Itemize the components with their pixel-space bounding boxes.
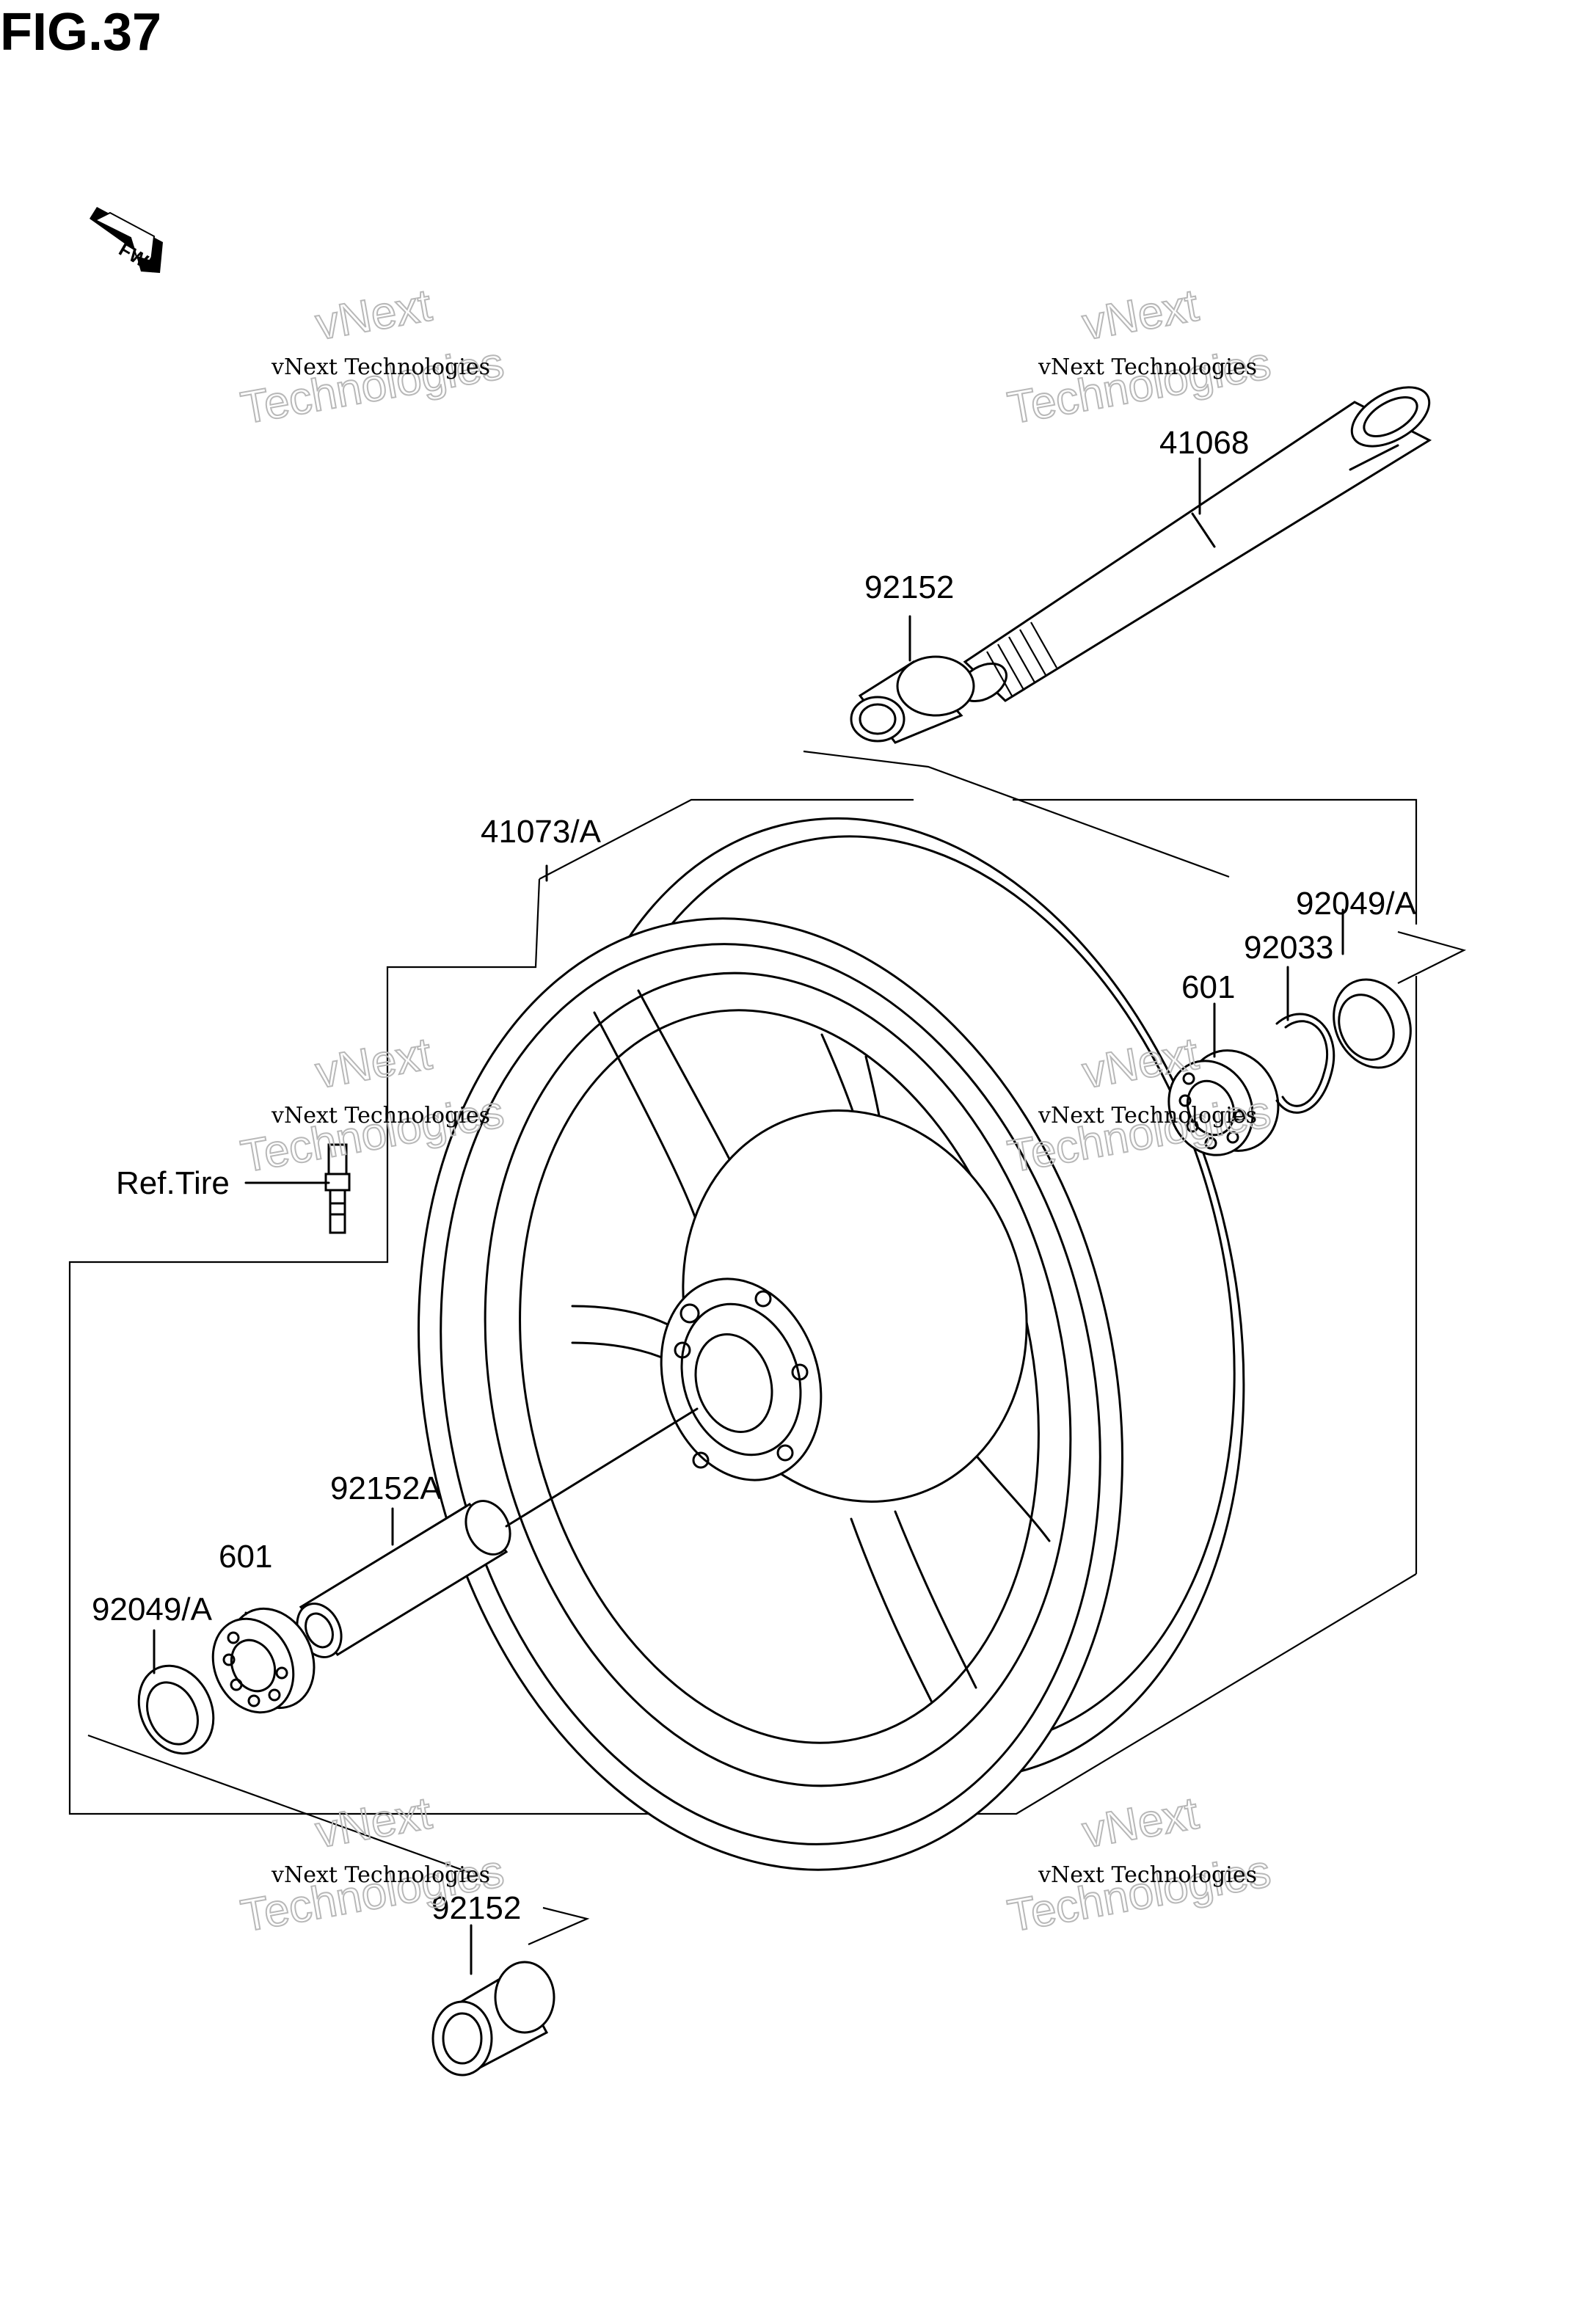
svg-text:Technologies: Technologies <box>1004 338 1274 434</box>
svg-text:vNext: vNext <box>1079 1788 1202 1858</box>
label-valve: Ref.Tire <box>116 1165 230 1201</box>
svg-text:Technologies: Technologies <box>237 338 507 434</box>
forward-arrow-icon: FWD <box>90 207 164 279</box>
svg-text:Technologies: Technologies <box>1004 1846 1274 1942</box>
bearing-left-601 <box>211 1607 316 1714</box>
svg-text:vNext Technologies: vNext Technologies <box>271 1862 490 1888</box>
watermark-top-left: vNext Technologies vNext Technologies <box>236 280 508 435</box>
label-wheel: 41073/A <box>481 814 602 850</box>
seal-left-92049A <box>137 1664 215 1755</box>
label-seal-right: 92049/A <box>1296 886 1417 922</box>
svg-text:vNext Technologies: vNext Technologies <box>1038 1862 1257 1888</box>
svg-text:Technologies: Technologies <box>237 1846 507 1942</box>
label-seal-left: 92049/A <box>92 1592 213 1627</box>
bearing-right-601 <box>1167 1049 1280 1156</box>
svg-text:vNext: vNext <box>312 1029 435 1098</box>
watermark-top-right: vNext Technologies vNext Technologies <box>1003 280 1275 435</box>
label-spacer: 92152A <box>330 1470 442 1506</box>
circlip-92033 <box>1275 1013 1336 1114</box>
collar-lower-92152 <box>431 1961 555 2077</box>
spacer-92152A <box>296 1407 699 1658</box>
svg-text:vNext Technologies: vNext Technologies <box>271 354 490 380</box>
svg-text:Technologies: Technologies <box>1004 1087 1274 1183</box>
svg-text:vNext: vNext <box>312 1788 435 1858</box>
watermark-bottom-right: vNext Technologies vNext Technologies <box>1003 1787 1275 1943</box>
label-collar-upper: 92152 <box>864 569 954 605</box>
wheel-41073A <box>418 817 1245 1871</box>
leader-lines <box>153 457 1344 1975</box>
figure-title: FIG.37 <box>0 3 161 62</box>
label-collar-lower: 92152 <box>431 1890 521 1926</box>
seal-right-92049A <box>1333 978 1412 1069</box>
label-circlip: 92033 <box>1244 930 1333 966</box>
svg-text:vNext Technologies: vNext Technologies <box>1038 354 1257 380</box>
svg-text:vNext: vNext <box>312 280 435 350</box>
label-bearing-right: 601 <box>1181 969 1235 1005</box>
watermark-mid-right: vNext Technologies vNext Technologies <box>1003 1028 1275 1184</box>
label-bearing-left: 601 <box>219 1539 272 1575</box>
collar-upper-92152 <box>850 655 975 744</box>
svg-text:vNext Technologies: vNext Technologies <box>1038 1103 1257 1129</box>
svg-text:vNext Technologies: vNext Technologies <box>271 1103 490 1129</box>
svg-text:vNext: vNext <box>1079 280 1202 350</box>
label-axle: 41068 <box>1159 425 1249 461</box>
